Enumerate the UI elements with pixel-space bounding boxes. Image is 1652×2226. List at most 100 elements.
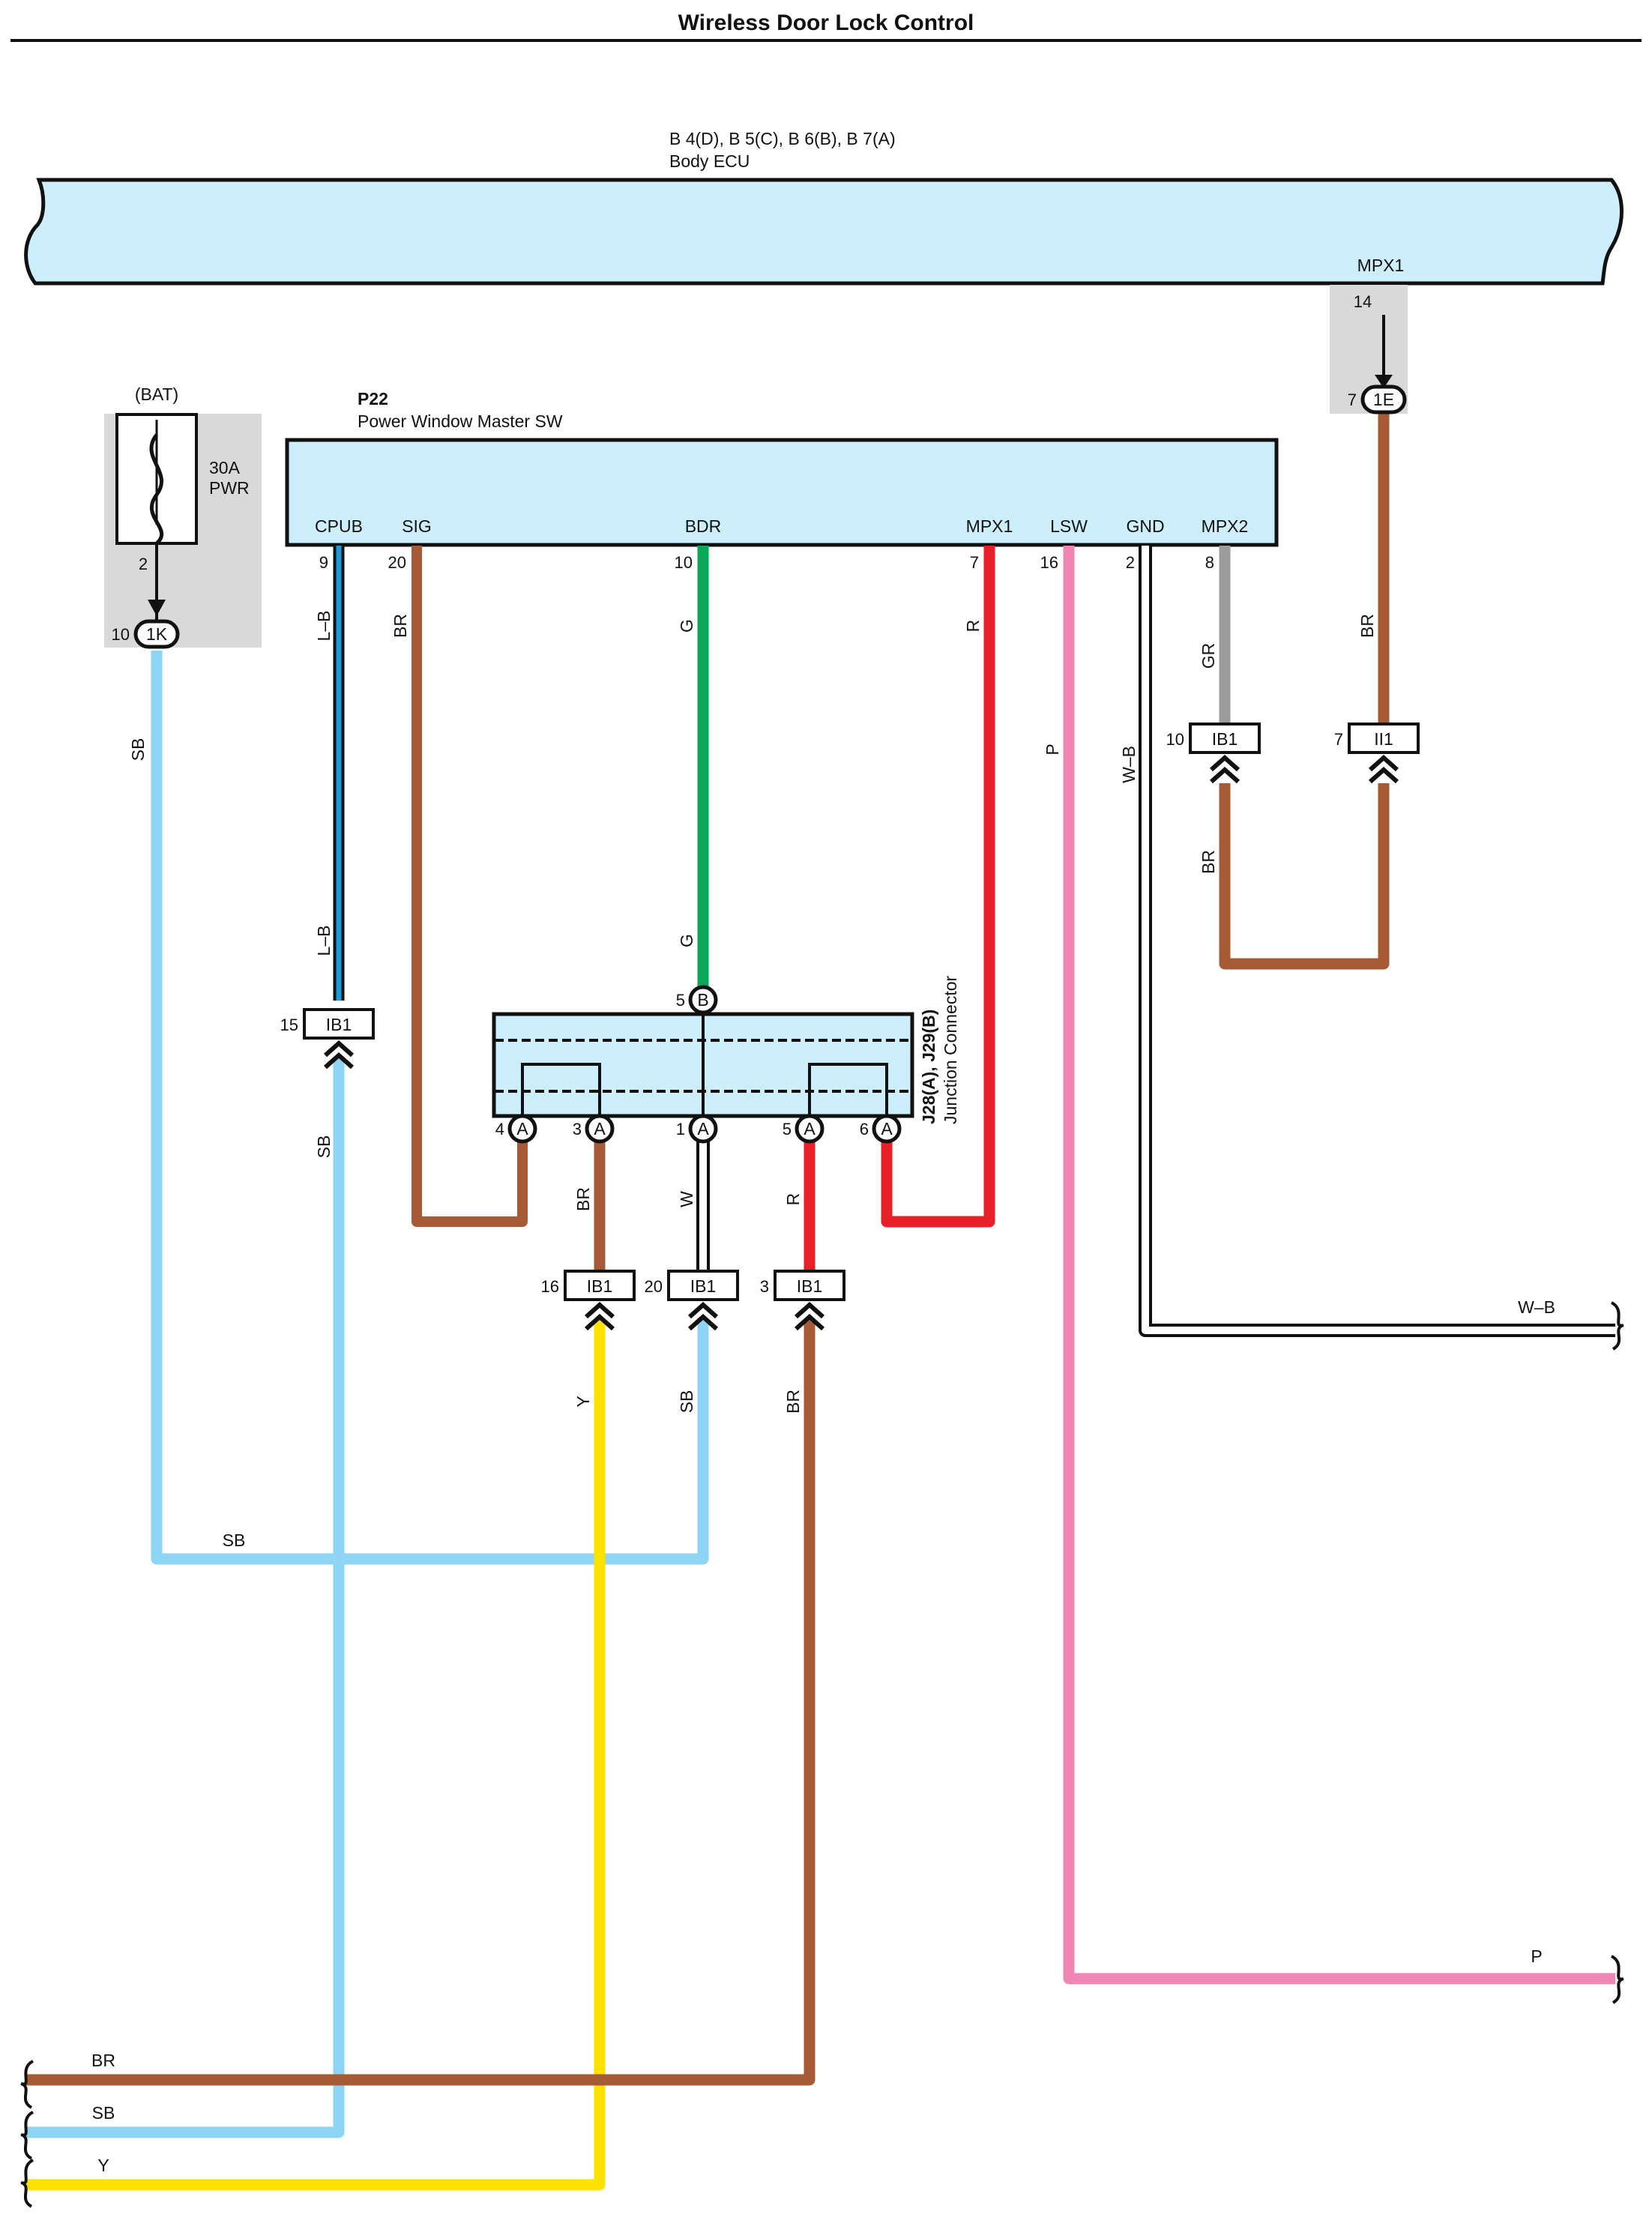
page-title: Wireless Door Lock Control: [678, 10, 974, 35]
body-ecu-name: Body ECU: [669, 151, 750, 171]
junction-bottom-pin-3-letter: A: [804, 1119, 816, 1138]
wire-label-lb-top: L–B: [314, 611, 334, 642]
master-sw-pin-10: 10: [675, 553, 693, 572]
connector-ib1-20-code: IB1: [690, 1276, 717, 1296]
connector-ib1-3-code: IB1: [797, 1276, 823, 1296]
fuse-name: PWR: [209, 478, 250, 498]
connector-ib1-15-chevron: [324, 1040, 354, 1070]
connector-ii1-7-pin: 7: [1334, 730, 1343, 749]
connector-ib1-3-pin: 3: [760, 1277, 769, 1296]
wire-sb-cpub-bottom: [25, 1057, 345, 2138]
wire-label-br-low: BR: [783, 1390, 803, 1414]
wire-label-wb-right: W–B: [1518, 1297, 1555, 1317]
wire-label-lb-mid: L–B: [314, 926, 334, 956]
connector-ib1-16-box: [564, 1270, 636, 1301]
connector-ib1-15-box: [303, 1008, 375, 1040]
master-sw-terminal-mpx1: MPX1: [966, 516, 1013, 536]
junction-connector: J28(A), J29(B) Junction Connector: [492, 975, 960, 1124]
wire-label-br-ecu: BR: [1357, 614, 1377, 638]
junction-bottom-pin-3-circle: [795, 1114, 825, 1144]
connector-ib1-10-box: [1189, 723, 1261, 754]
master-sw-terminal-sig: SIG: [402, 516, 432, 536]
master-sw-pin-2: 2: [1126, 553, 1135, 572]
junction-bottom-pin-0-circle: [507, 1114, 537, 1144]
connector-1e-code: 1E: [1373, 390, 1394, 409]
master-sw-pin-9: 9: [319, 553, 328, 572]
connector-ib1-16-code: IB1: [587, 1276, 613, 1296]
connector-ii1-7-code: II1: [1374, 729, 1393, 749]
wire-label-br-j3: BR: [573, 1187, 593, 1211]
master-sw-terminals: CPUB 9 SIG 20 BDR 10 MPX1 7 LSW 16 GND 2 MPX2 8: [315, 516, 1248, 572]
wire-label-sb-left: SB: [128, 738, 148, 761]
fuse-rating: 30A: [209, 458, 241, 477]
body-ecu-codes: B 4(D), B 5(C), B 6(B), B 7(A): [669, 129, 896, 148]
wire-label-sb-horiz: SB: [223, 1530, 246, 1550]
junction-bottom-pin-2-pin: 1: [676, 1120, 685, 1138]
junction-bottom-pin-4-pin: 6: [860, 1120, 869, 1138]
wire-label-br-sig: BR: [391, 614, 410, 638]
junction-bottom-pin-2-letter: A: [697, 1119, 709, 1138]
master-sw-pin-7: 7: [970, 553, 979, 572]
junction-bottom-pin-0-letter: A: [516, 1119, 528, 1138]
junction-top-pin-pin: 5: [676, 991, 685, 1010]
master-sw-terminal-lsw: LSW: [1050, 516, 1088, 536]
wire-br-low: [25, 1319, 816, 2086]
ecu-terminal-mpx1: MPX1: [1357, 256, 1405, 275]
master-sw-pin-16: 16: [1040, 553, 1058, 572]
break-y-left: [20, 2159, 34, 2208]
master-sw-terminal-gnd: GND: [1126, 516, 1164, 536]
connector-ii1-7-chevron: [1369, 754, 1399, 784]
junction-name: Junction Connector: [941, 975, 960, 1124]
break-wb-right: [1610, 1301, 1624, 1351]
wire-y-low: [25, 1319, 606, 2191]
break-br-left: [20, 2060, 34, 2109]
wire-label-r-j5: R: [783, 1193, 803, 1206]
wire-br-loop: [1219, 783, 1390, 970]
wire-wb-gnd: [1142, 546, 1615, 1334]
junction-bottom-pin-0-pin: 4: [495, 1120, 504, 1138]
connector-ib1-10-pin: 10: [1166, 730, 1184, 749]
fuse-source: (BAT): [135, 384, 178, 404]
wire-label-w-j1: W: [677, 1191, 696, 1207]
ecu-pin-14: 14: [1354, 292, 1372, 311]
junction-bottom-pin-1-circle: [585, 1114, 615, 1144]
wire-label-br-bottom: BR: [91, 2051, 115, 2070]
wire-label-sb-low: SB: [677, 1390, 696, 1414]
master-sw-pin-20: 20: [388, 553, 406, 572]
fuse-lead-arrow: [148, 600, 166, 616]
junction-bottom-pin-3-pin: 5: [783, 1120, 792, 1138]
connector-ib1-15-pin: 15: [280, 1016, 298, 1034]
wire-br-sig: [412, 546, 528, 1227]
master-sw-terminal-mpx2: MPX2: [1202, 516, 1249, 536]
junction-bottom-pin-4-letter: A: [881, 1119, 893, 1138]
connector-ib1-20-box: [667, 1270, 739, 1301]
connector-ib1-10-code: IB1: [1212, 729, 1238, 749]
master-sw-terminal-cpub: CPUB: [315, 516, 363, 536]
connector-1k-oval: [133, 619, 180, 649]
wire-label-p-lsw: P: [1043, 743, 1062, 755]
junction-bottom-pin-2-circle: [688, 1114, 718, 1144]
connector-ib1-3-box: [774, 1270, 845, 1301]
connector-ib1-15-code: IB1: [326, 1015, 352, 1034]
connector-ib1-3-chevron: [795, 1301, 825, 1331]
wire-label-gr-mpx2: GR: [1199, 643, 1218, 669]
connector-ib1-16-chevron: [585, 1301, 615, 1331]
wire-sb-fuse: [151, 651, 709, 1565]
connector-ib1-10-chevron: [1210, 754, 1240, 784]
connector-1k-pin: 10: [112, 625, 130, 644]
break-sb-left: [20, 2111, 34, 2160]
wires: [20, 315, 1624, 2208]
junction-bridge-left: [521, 1063, 601, 1117]
fuse-pin-2: 2: [139, 555, 148, 573]
master-sw-pin-8: 8: [1205, 553, 1214, 572]
master-sw-body: [285, 438, 1279, 547]
junction-top-pin-circle: [688, 985, 718, 1015]
wire-label-y-low: Y: [573, 1396, 593, 1407]
master-sw-terminal-bdr: BDR: [685, 516, 722, 536]
connector-ii1-7-box: [1348, 723, 1420, 754]
wire-r-mpx1: [881, 546, 995, 1228]
connector-1e-pin: 7: [1348, 390, 1357, 409]
connector-ib1-20-chevron: [688, 1301, 718, 1331]
